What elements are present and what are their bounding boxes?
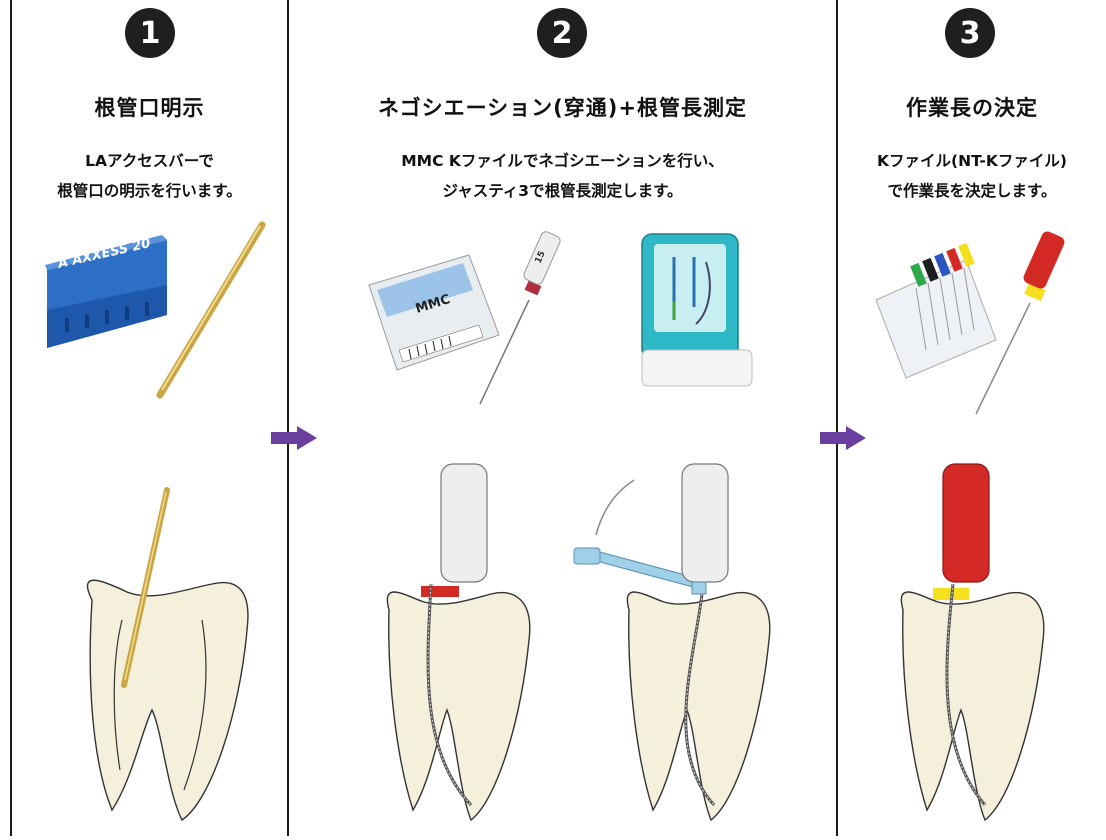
step-1-desc-line-2: 根管口の明示を行います。 [57, 182, 242, 200]
step-2-desc-line-2: ジャスティ3で根管長測定します。 [442, 182, 683, 200]
step-2-column: 2 ネゴシエーション(穿通)+根管長測定 MMC Kファイルでネゴシエーションを… [289, 0, 836, 836]
mmc-file-package-image: MMC [368, 254, 500, 371]
step-1-title: 根管口明示 [94, 96, 205, 120]
step-1-column: 1 根管口明示 LAアクセスバーで 根管口の明示を行います。 A AXXESS … [12, 0, 287, 836]
tooth-with-k-file-illustration [386, 463, 531, 822]
nt-k-file-image [975, 231, 1065, 415]
step-1-badge: 1 [125, 8, 175, 58]
tooth-with-apex-locator-illustration [573, 463, 771, 822]
step-3-column: 3 作業長の決定 Kファイル(NT-Kファイル) で作業長を決定します。 [838, 0, 1106, 836]
step-3-desc-line-2: で作業長を決定します。 [887, 182, 1057, 200]
step-2-description: MMC Kファイルでネゴシエーションを行い、 ジャスティ3で根管長測定します。 [289, 146, 836, 206]
arrow-icon-1 [271, 426, 317, 450]
k-file-image: 15 [479, 231, 561, 405]
divider-2 [287, 0, 289, 836]
tooth-with-bur-illustration [86, 487, 249, 822]
step-2-badge: 2 [537, 8, 587, 58]
apex-locator-device-image [641, 233, 753, 387]
step-3-badge: 3 [945, 8, 995, 58]
file-size-label: 15 [534, 250, 548, 266]
access-bur-box-image: A AXXESS 20 [45, 235, 167, 348]
step-3-title: 作業長の決定 [906, 96, 1038, 120]
step-3-desc-line-1: Kファイル(NT-Kファイル) [877, 152, 1067, 170]
step-2-title: ネゴシエーション(穿通)+根管長測定 [378, 96, 747, 120]
arrow-icon-2 [820, 426, 866, 450]
step-1-desc-line-1: LAアクセスバーで [85, 152, 214, 170]
k-file-case-image [875, 242, 997, 379]
divider-3 [836, 0, 838, 836]
divider-1 [10, 0, 12, 836]
step-1-description: LAアクセスバーで 根管口の明示を行います。 [12, 146, 287, 206]
step-2-desc-line-1: MMC Kファイルでネゴシエーションを行い、 [401, 152, 724, 170]
step-3-description: Kファイル(NT-Kファイル) で作業長を決定します。 [838, 146, 1106, 206]
tooth-with-nt-k-file-illustration [900, 463, 1045, 822]
gold-bur-image [156, 221, 266, 399]
